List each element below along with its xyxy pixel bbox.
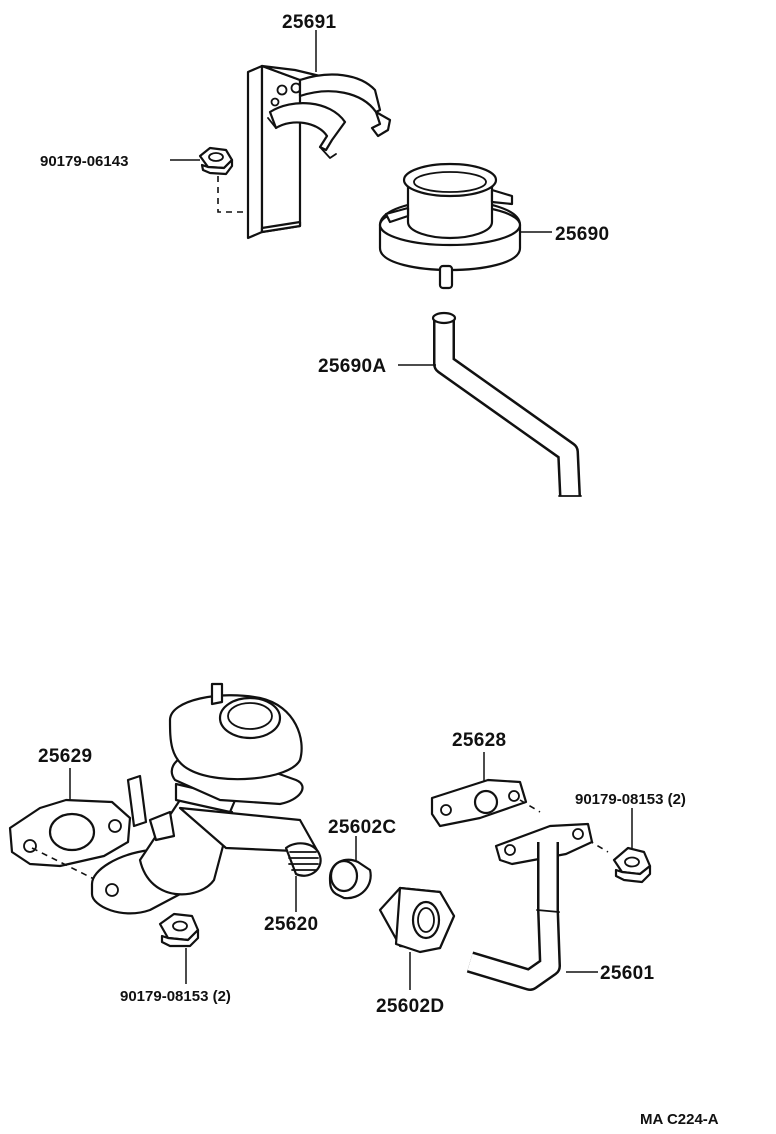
flange-nut-lower-left[interactable] bbox=[158, 912, 200, 948]
label-25602c: 25602C bbox=[328, 817, 396, 838]
leader-lines bbox=[69, 30, 633, 990]
label-90179-08153-left: 90179-08153 (2) bbox=[120, 988, 231, 1005]
bracket-part[interactable] bbox=[246, 64, 392, 240]
label-90179-06143: 90179-06143 bbox=[40, 153, 128, 170]
gasket-right[interactable] bbox=[430, 778, 528, 828]
label-25691: 25691 bbox=[282, 12, 336, 33]
vacuum-hose-upper[interactable] bbox=[431, 311, 582, 497]
flange-nut-lower-right[interactable] bbox=[612, 846, 652, 884]
flange-nut-upper[interactable] bbox=[198, 146, 234, 176]
cap-large[interactable] bbox=[378, 886, 456, 954]
label-25629: 25629 bbox=[38, 746, 92, 767]
label-25628: 25628 bbox=[452, 730, 506, 751]
label-25620: 25620 bbox=[264, 914, 318, 935]
vacuum-switching-valve[interactable] bbox=[378, 162, 522, 290]
gasket-left[interactable] bbox=[8, 798, 132, 868]
label-90179-08153-right: 90179-08153 (2) bbox=[575, 791, 686, 808]
label-25601: 25601 bbox=[600, 963, 654, 984]
label-25690: 25690 bbox=[555, 224, 609, 245]
diagram-code: MA C224-A bbox=[640, 1111, 719, 1128]
label-25602d: 25602D bbox=[376, 996, 444, 1017]
egr-pipe[interactable] bbox=[466, 822, 594, 991]
egr-valve[interactable] bbox=[90, 682, 322, 915]
cap-small[interactable] bbox=[328, 858, 372, 900]
label-25690a: 25690A bbox=[318, 356, 386, 377]
